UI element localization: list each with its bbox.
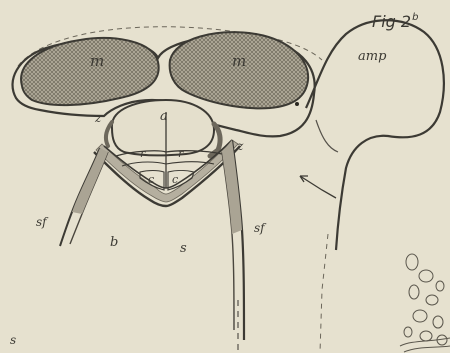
figure-title-suffix: b xyxy=(412,12,418,23)
arrow-line xyxy=(300,176,336,198)
lobe-dot xyxy=(295,102,299,106)
label-sf-right: sf xyxy=(254,222,265,234)
label-r-right: r xyxy=(178,148,183,159)
stalk-sf-right-fill xyxy=(222,140,242,234)
label-r-left: r xyxy=(140,148,145,159)
label-a: a xyxy=(160,110,168,123)
label-b: b xyxy=(110,236,118,249)
label-s-center: s xyxy=(180,242,187,255)
label-z-left: z xyxy=(95,112,101,124)
label-s-corner: s xyxy=(10,334,16,346)
label-amp: amp xyxy=(358,50,386,63)
label-m-right: m xyxy=(232,54,246,69)
stalk-sf-left-fill xyxy=(72,148,108,214)
label-sf-left: sf xyxy=(36,216,47,228)
label-m-left: m xyxy=(90,54,104,69)
label-z-right: z xyxy=(237,140,243,152)
label-c-left: c xyxy=(148,174,154,185)
z-left-connector xyxy=(106,122,112,146)
lobe-m-right xyxy=(170,32,309,108)
amp-dashed-line xyxy=(320,234,328,353)
label-c-right: c xyxy=(172,174,178,185)
figure-title: Fig 2b xyxy=(372,12,418,31)
r-row-line-lower xyxy=(122,162,214,166)
figure-title-text: Fig 2 xyxy=(372,12,411,31)
cell-cluster xyxy=(400,254,450,352)
amp-inner-line xyxy=(316,120,338,152)
